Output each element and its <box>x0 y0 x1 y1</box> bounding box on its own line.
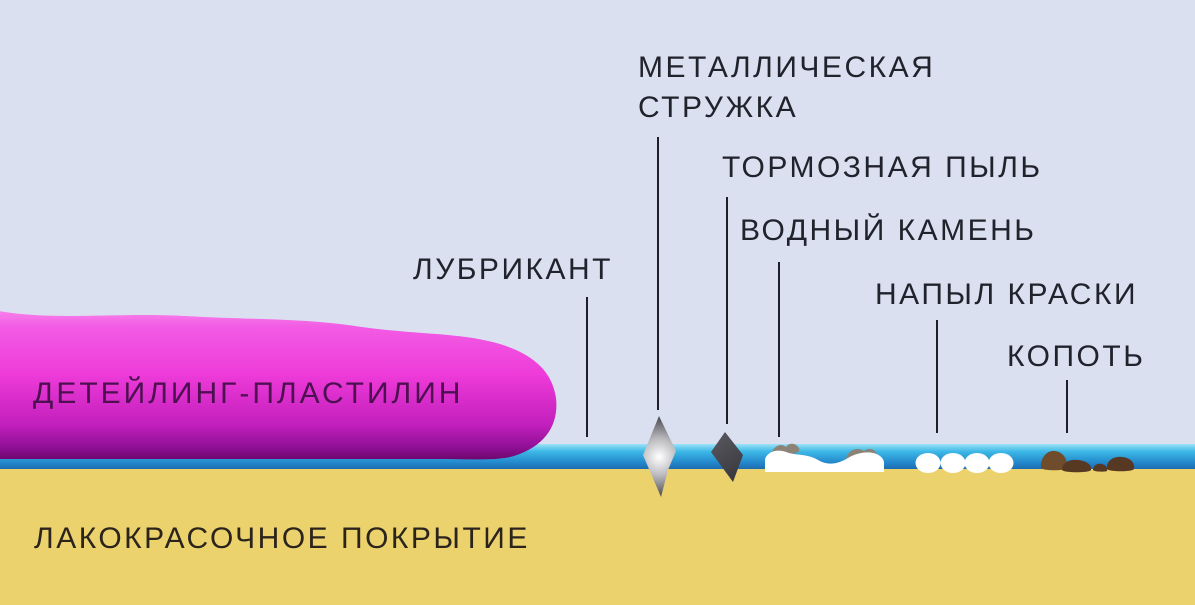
soot-lump <box>1062 459 1092 473</box>
leader-soot <box>1066 380 1068 433</box>
paint-overspray-particle <box>915 453 1014 473</box>
soot-lump <box>1093 463 1108 472</box>
clay-blob <box>0 311 557 460</box>
paint-overspray-dot <box>964 453 990 473</box>
leader-lubricant <box>586 297 588 437</box>
paint-overspray-dot <box>988 453 1014 473</box>
label-brake-dust: ТОРМОЗНАЯ ПЫЛЬ <box>722 151 1043 184</box>
leader-water-stone <box>778 262 780 437</box>
paint-overspray-dot <box>940 453 966 473</box>
water-stone-body <box>765 450 884 472</box>
brake-dust-particle <box>711 432 743 482</box>
soot-particle <box>1040 450 1135 473</box>
soot-lump <box>1040 450 1068 471</box>
label-water-stone: ВОДНЫЙ КАМЕНЬ <box>740 214 1037 247</box>
label-paint-coating: ЛАКОКРАСОЧНОЕ ПОКРЫТИЕ <box>34 522 530 555</box>
leader-metal-shavings <box>657 137 659 410</box>
paint-overspray-dot <box>915 453 941 473</box>
paint-coating-layer <box>0 468 1195 605</box>
water-stone-particle <box>765 443 884 472</box>
label-detailing-clay: ДЕТЕЙЛИНГ-ПЛАСТИЛИН <box>33 377 464 410</box>
label-lubricant: ЛУБРИКАНТ <box>413 253 613 286</box>
label-metal-shavings: МЕТАЛЛИЧЕСКАЯ СТРУЖКА <box>638 51 936 124</box>
metal-shaving-particle <box>643 416 676 497</box>
leader-paint-overspray <box>936 320 938 433</box>
leader-brake-dust <box>726 197 728 424</box>
soot-lump <box>1106 456 1135 472</box>
label-paint-overspray: НАПЫЛ КРАСКИ <box>875 278 1139 311</box>
label-soot: КОПОТЬ <box>1007 340 1146 373</box>
